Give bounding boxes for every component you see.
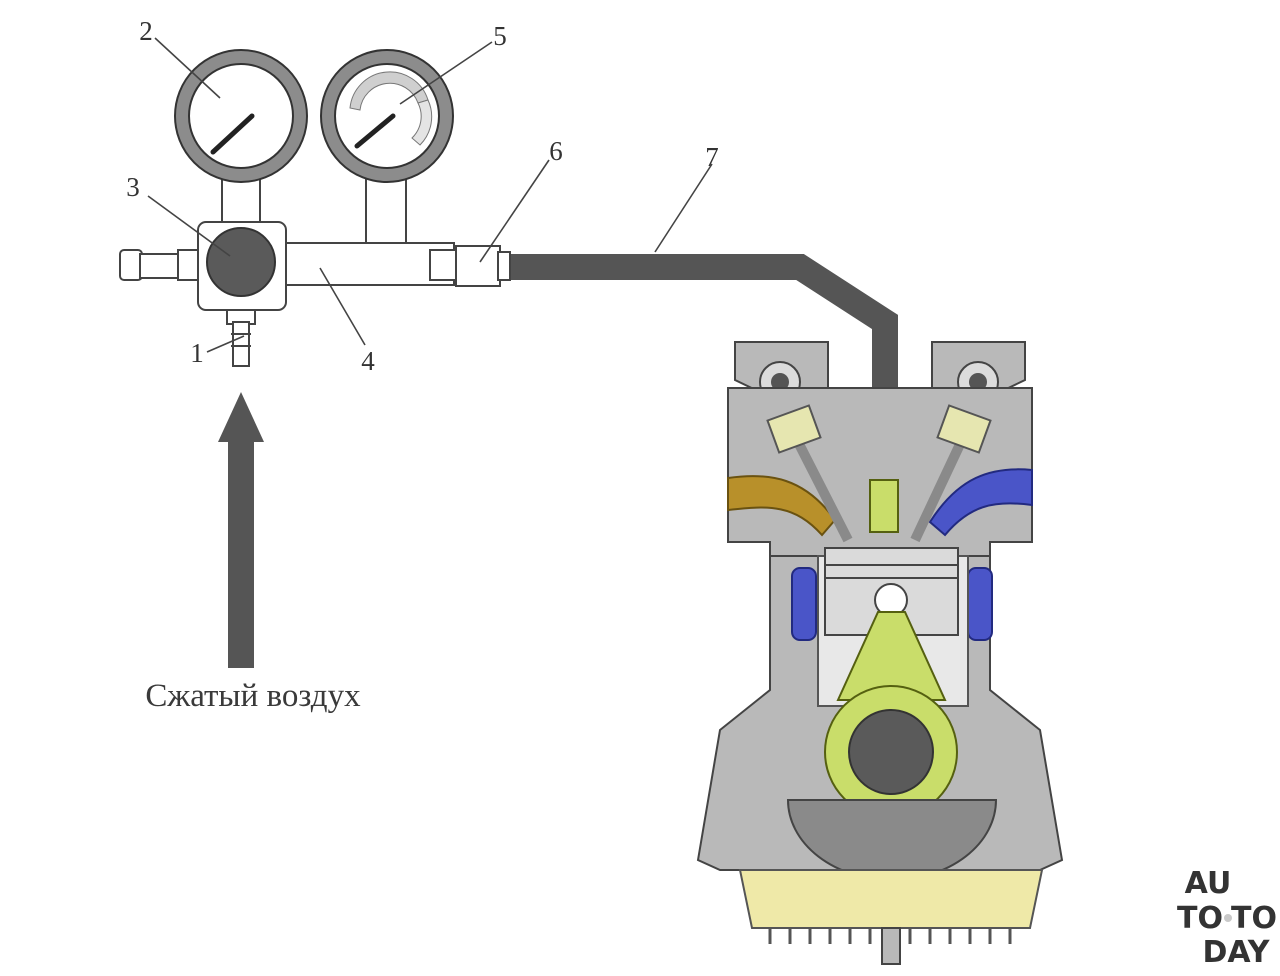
watermark-logo: AU TO TO DAY — [1177, 866, 1277, 970]
oil-pan — [738, 869, 1044, 929]
coolant-jacket-left — [791, 567, 817, 641]
engine-cutaway — [696, 341, 1064, 965]
left-fitting — [119, 249, 143, 281]
outlet-fitting — [429, 249, 459, 281]
gauge-needle — [210, 113, 255, 155]
watermark-line2b: TO — [1231, 901, 1277, 936]
leakage-gauge — [320, 49, 454, 183]
intake-spring — [766, 404, 822, 454]
air-caption: Сжатый воздух — [145, 678, 361, 714]
label-5: 5 — [493, 21, 507, 51]
label-4: 4 — [361, 346, 375, 376]
pan-fins — [768, 928, 1012, 944]
crank-journal — [848, 709, 934, 795]
watermark-line2a: TO — [1177, 901, 1223, 936]
label-3: 3 — [126, 172, 140, 202]
exhaust-valve — [910, 437, 967, 543]
inlet-pressure-gauge — [174, 49, 308, 183]
intake-port — [727, 475, 837, 537]
watermark-line3: DAY — [1203, 935, 1271, 970]
manifold-tube — [281, 242, 455, 286]
air-arrow-shaft — [228, 440, 254, 668]
intake-valve — [792, 437, 853, 543]
connecting-rod — [836, 611, 947, 701]
label-7: 7 — [705, 142, 719, 172]
gauge-needle — [354, 113, 396, 149]
leader-lines — [147, 37, 713, 353]
drain-plug — [881, 927, 901, 965]
air-arrow — [218, 392, 264, 668]
watermark-line1: AU — [1185, 866, 1232, 901]
coolant-jacket-right — [967, 567, 993, 641]
label-6: 6 — [549, 136, 563, 166]
exhaust-port — [928, 468, 1033, 537]
exhaust-spring — [936, 404, 992, 454]
regulator-knob — [206, 227, 276, 297]
air-arrow-head — [218, 392, 264, 442]
label-2: 2 — [139, 16, 153, 46]
plug-adapter — [869, 479, 899, 533]
label-1: 1 — [190, 338, 204, 368]
